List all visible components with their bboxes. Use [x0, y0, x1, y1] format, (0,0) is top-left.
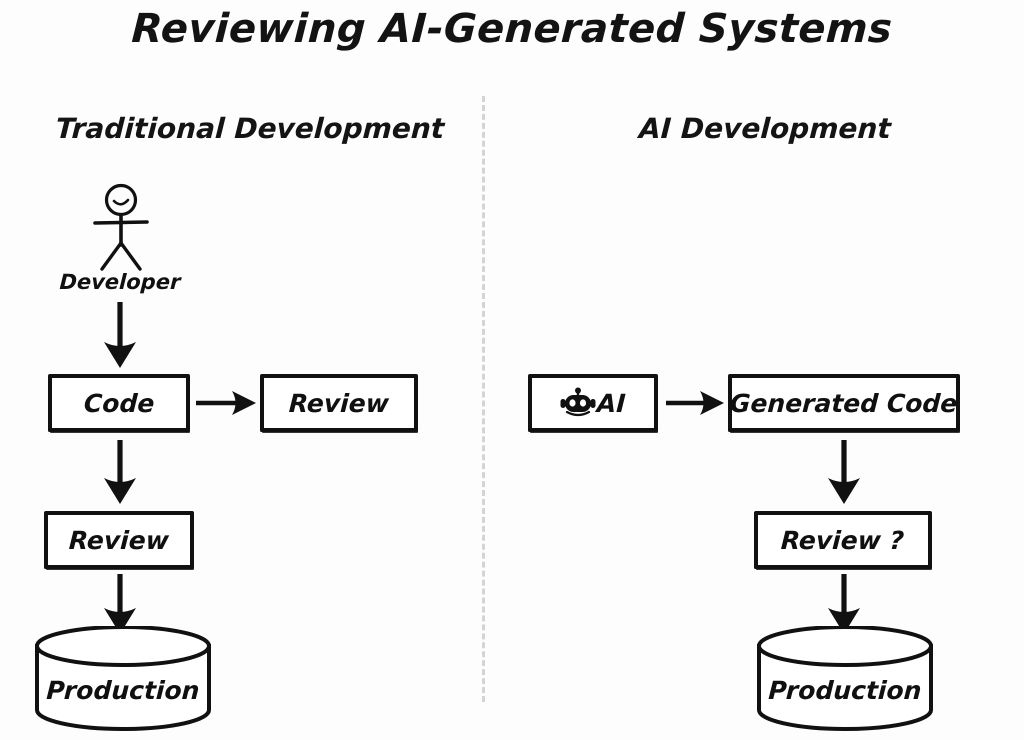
database-cylinder-shape [757, 625, 933, 731]
node-code[interactable]: Code [48, 374, 190, 432]
arrow-code-to-review2 [104, 440, 136, 504]
node-production-traditional[interactable]: Production [28, 625, 218, 734]
node-review-parallel[interactable]: Review [260, 374, 418, 432]
robot-icon [560, 387, 596, 417]
node-generated-code[interactable]: Generated Code [728, 374, 960, 432]
node-production-traditional-label: Production [45, 676, 201, 705]
node-production-ai[interactable]: Production [750, 625, 940, 734]
node-ai-label: AI [596, 388, 627, 418]
arrow-generated-code-to-review [828, 440, 860, 504]
node-production-ai-label: Production [767, 676, 923, 705]
node-code-label: Code [83, 388, 155, 418]
node-ai[interactable]: AI [528, 374, 658, 432]
arrow-code-to-review [196, 391, 256, 415]
arrow-ai-to-generated-code [666, 391, 724, 415]
arrow-developer-to-code [104, 302, 136, 368]
node-review-question-label: Review ? [780, 525, 906, 555]
node-review-sequential-label: Review [68, 525, 170, 555]
node-review-parallel-label: Review [288, 388, 390, 418]
node-review-question[interactable]: Review ? [754, 511, 932, 569]
developer-label: Developer [58, 270, 182, 294]
page-title: Reviewing AI-Generated Systems [130, 6, 894, 52]
arrow-review2-to-production [104, 574, 136, 634]
column-divider [482, 96, 485, 702]
column-heading-ai: AI Development [638, 112, 892, 145]
node-review-sequential[interactable]: Review [44, 511, 194, 569]
arrow-review-question-to-production [828, 574, 860, 634]
node-generated-code-label: Generated Code [729, 388, 959, 418]
stick-figure-person-icon [93, 183, 149, 271]
column-heading-traditional: Traditional Development [54, 112, 446, 145]
database-cylinder-shape [35, 625, 211, 731]
